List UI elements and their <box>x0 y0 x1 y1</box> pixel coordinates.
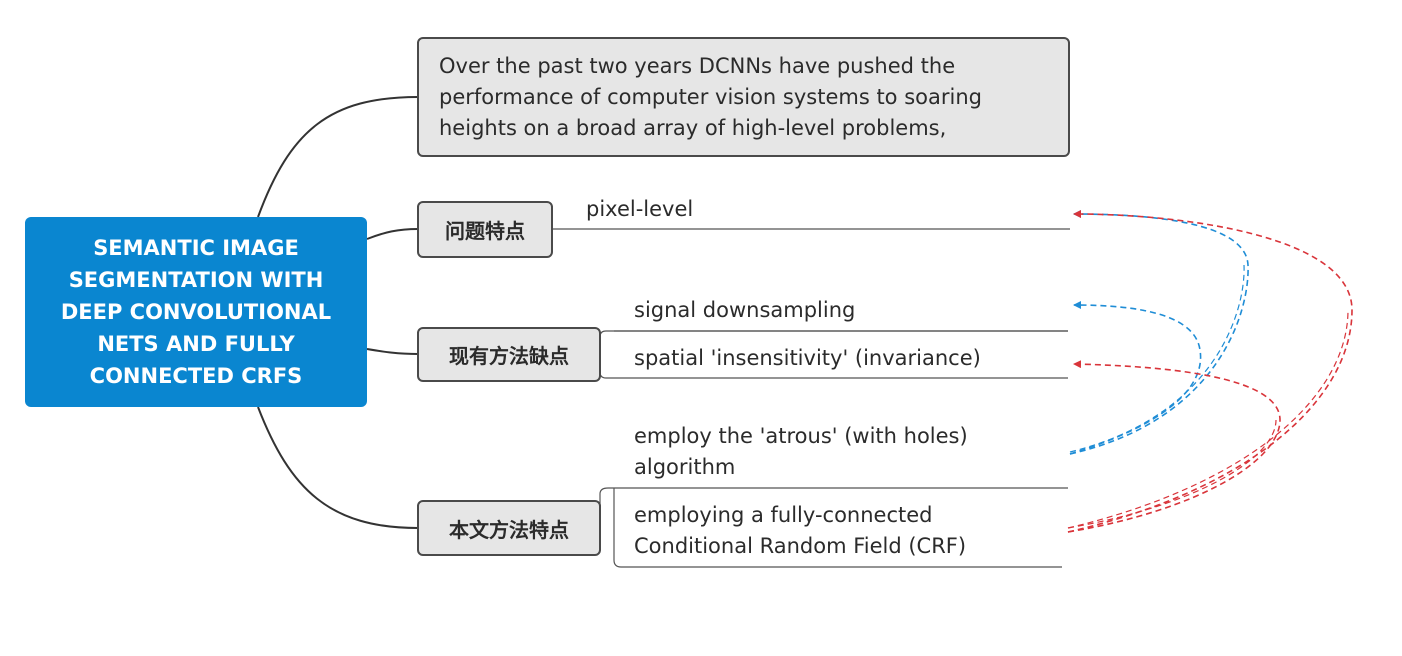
leaf-atrous-algorithm[interactable]: employ the 'atrous' (with holes) algorit… <box>634 424 968 479</box>
relationship-red-to-spatial <box>1067 360 1281 533</box>
intro-topic[interactable]: Over the past two years DCNNs have pushe… <box>417 37 1070 157</box>
branch-topic-problem-features[interactable]: 问题特点 <box>417 201 553 258</box>
branch-topic-method-features-label: 本文方法特点 <box>449 517 569 542</box>
connector-root-to-branch-2 <box>366 348 419 355</box>
leaf-pixel-level[interactable]: pixel-level <box>586 197 694 221</box>
connector-root-to-branch-3 <box>257 406 419 529</box>
branch-topic-existing-drawbacks[interactable]: 现有方法缺点 <box>417 327 601 382</box>
central-topic[interactable]: SEMANTIC IMAGE SEGMENTATION WITH DEEP CO… <box>25 217 367 407</box>
relationship-blue-to-pixel-level-2 <box>1069 264 1245 453</box>
central-topic-label: SEMANTIC IMAGE SEGMENTATION WITH DEEP CO… <box>60 236 332 388</box>
relationship-blue-to-signal <box>1069 301 1202 455</box>
leaf-signal-downsampling[interactable]: signal downsampling <box>634 298 856 322</box>
connector-root-to-branch-1 <box>366 228 419 240</box>
branch-topic-existing-drawbacks-label: 现有方法缺点 <box>449 344 569 368</box>
bracket-branch-3 <box>599 487 1068 528</box>
relationship-red-to-pixel-level-2 <box>1067 309 1349 529</box>
connector-root-to-intro <box>257 96 419 218</box>
branch-topic-method-features[interactable]: 本文方法特点 <box>417 500 601 556</box>
leaf-spatial-insensitivity[interactable]: spatial 'insensitivity' (invariance) <box>634 346 981 370</box>
intro-topic-text: Over the past two years DCNNs have pushe… <box>439 53 982 140</box>
relationship-red-to-spatial-2 <box>1067 419 1277 529</box>
relationship-blue-to-pixel-level <box>1069 210 1249 455</box>
bracket-branch-3-lower <box>613 487 1062 568</box>
relationship-red-to-pixel-level <box>1067 210 1353 533</box>
leaf-fully-connected-crf[interactable]: employing a fully-connected Conditional … <box>634 503 967 558</box>
branch-topic-problem-features-label: 问题特点 <box>445 219 525 243</box>
